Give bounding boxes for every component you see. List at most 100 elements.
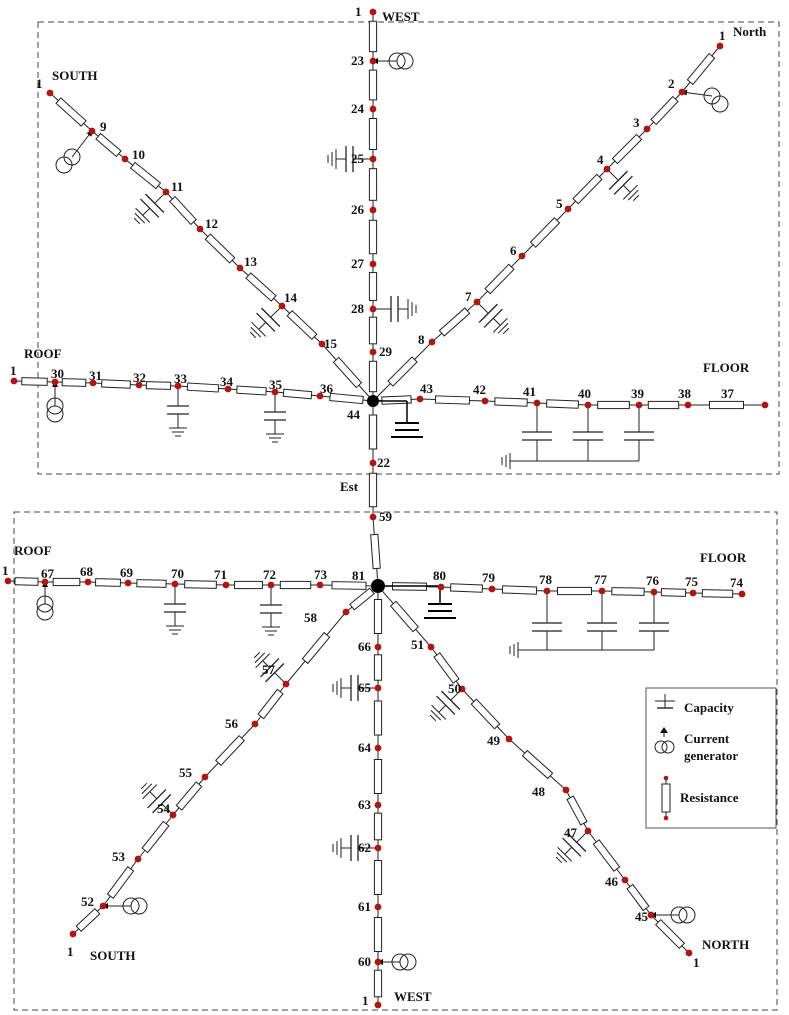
node: [4, 577, 12, 585]
node-label: 60: [358, 954, 371, 969]
resistor: [215, 734, 245, 767]
ground-symbol: [378, 585, 456, 619]
node-label: 76: [646, 573, 660, 588]
resistor: [368, 316, 378, 345]
resistor: [61, 378, 87, 387]
node: [437, 583, 445, 591]
node: [650, 588, 658, 596]
resistor: [286, 309, 318, 341]
node: [224, 385, 232, 393]
capacitor-bank: [509, 591, 669, 658]
node-label: 1: [67, 944, 74, 959]
node-label: 74: [730, 575, 744, 590]
node-label: 27: [351, 256, 365, 271]
node: [374, 643, 382, 651]
lower-region-frame: [13, 511, 778, 1011]
node-label: 57: [262, 662, 276, 677]
resistor: [373, 759, 383, 794]
node-label: 55: [179, 765, 193, 780]
label-top-south: SOUTH: [52, 68, 98, 83]
node-label: 28: [351, 301, 365, 316]
resistor: [647, 400, 680, 410]
resistor: [373, 860, 383, 895]
node-label: 78: [539, 572, 553, 587]
resistor: [450, 583, 483, 593]
node: [99, 902, 107, 910]
node-label: 33: [174, 371, 188, 386]
node: [267, 581, 275, 589]
node-label: 31: [89, 368, 102, 383]
node: [562, 786, 570, 794]
resistor: [389, 600, 420, 633]
node-label: 73: [314, 567, 328, 582]
node-label: 1: [10, 363, 17, 378]
node: [488, 585, 496, 593]
resistor: [686, 52, 716, 86]
node-label: 42: [473, 382, 486, 397]
node: [171, 580, 179, 588]
resistor: [373, 700, 383, 736]
resistor: [282, 388, 313, 400]
node-label: 34: [220, 374, 234, 389]
legend: Capacity Current generator Resistance: [645, 687, 777, 829]
resistor: [566, 795, 588, 826]
resistor: [626, 883, 650, 912]
node: [416, 395, 424, 403]
node-label: 46: [605, 874, 619, 889]
node: [369, 513, 377, 521]
node: [374, 903, 382, 911]
capacitor: [260, 585, 282, 636]
node: [369, 8, 377, 16]
node-label: 38: [678, 386, 692, 401]
label-top-north: North: [733, 24, 767, 39]
node: [174, 382, 182, 390]
node-label: 64: [358, 740, 372, 755]
node-label: 43: [420, 381, 434, 396]
node-label: 41: [523, 384, 536, 399]
node: [738, 590, 746, 598]
resistor: [145, 381, 172, 390]
capacitor: [332, 835, 378, 861]
node-label: 44: [347, 407, 361, 422]
node: [201, 773, 209, 781]
node-label: 24: [351, 101, 365, 116]
node-label: 75: [685, 574, 699, 589]
resistor: [301, 631, 331, 665]
resistor: [709, 400, 744, 410]
node: [678, 88, 686, 96]
node-label: 77: [594, 572, 608, 587]
resistor: [204, 233, 236, 264]
current-generator-icon: [55, 130, 93, 174]
node: [369, 155, 377, 163]
resistor: [370, 533, 381, 570]
node-label: 80: [433, 568, 446, 583]
capacitors: [133, 146, 669, 864]
resistor: [368, 118, 378, 150]
node: [69, 930, 77, 938]
node: [369, 260, 377, 268]
resistor: [141, 820, 170, 854]
resistor: [21, 377, 48, 386]
node-label: 5: [556, 196, 563, 211]
node: [88, 127, 96, 135]
node-label: 26: [351, 202, 365, 217]
current-generator-icon: [46, 381, 64, 423]
resistor: [245, 272, 277, 302]
node: [271, 388, 279, 396]
node: [236, 264, 244, 272]
node: [316, 392, 324, 400]
node: [427, 643, 435, 651]
resistor: [106, 866, 135, 899]
resistor: [175, 781, 203, 811]
node-label: 54: [157, 801, 171, 816]
node-label: 63: [358, 797, 372, 812]
node-label: 1: [693, 955, 700, 970]
node-label: 30: [51, 366, 64, 381]
node: [369, 348, 377, 356]
resistance-legend-icon: [661, 775, 671, 821]
node: [505, 735, 513, 743]
current-generator-icon: [372, 52, 414, 70]
node: [342, 608, 350, 616]
